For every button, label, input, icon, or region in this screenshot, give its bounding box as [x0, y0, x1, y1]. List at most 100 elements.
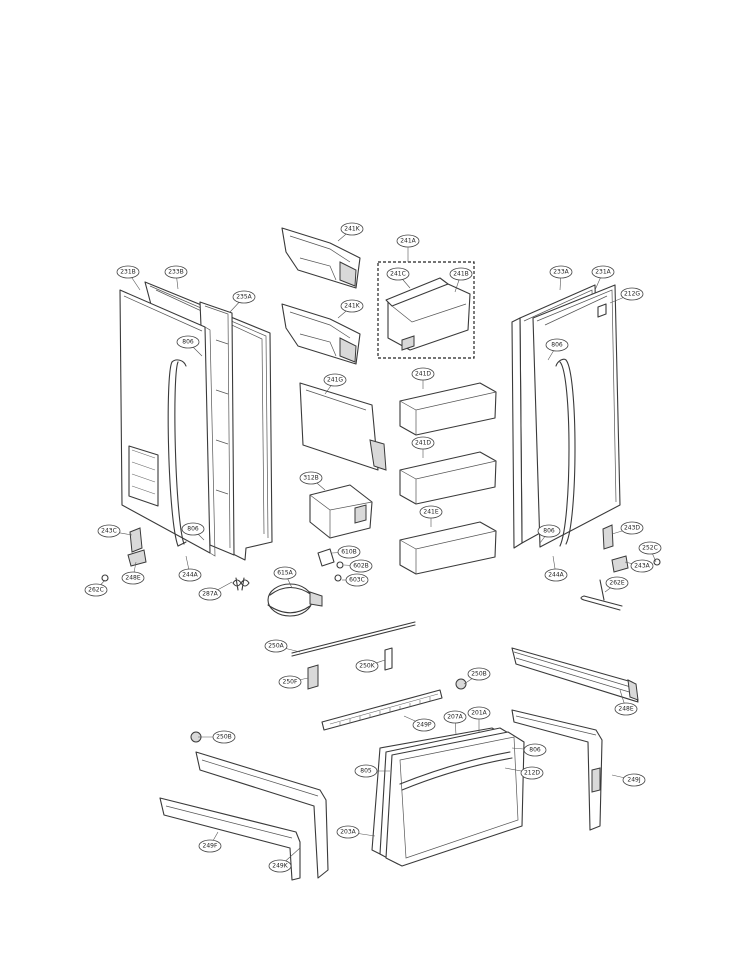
callout-bubble — [278, 675, 302, 689]
callout-249K[interactable]: 249K — [268, 847, 301, 873]
callout-233A[interactable]: 233A — [549, 265, 573, 291]
callout-bubble — [164, 265, 188, 279]
callout-label: 231B — [120, 269, 136, 276]
callout-250F[interactable]: 250F — [278, 675, 309, 689]
callout-label: 262E — [609, 580, 624, 587]
callout-label: 287A — [202, 591, 218, 598]
callout-252C[interactable]: 252C — [638, 541, 662, 563]
callout-label: 241D — [415, 440, 431, 447]
callout-bubble — [268, 859, 292, 873]
callout-602B[interactable]: 602B — [343, 559, 373, 573]
callout-bubble — [467, 667, 491, 681]
callout-806-drawer[interactable]: 806 — [511, 743, 547, 757]
callout-250K[interactable]: 250K — [355, 659, 386, 673]
callout-805[interactable]: 805 — [354, 764, 390, 778]
callout-250A[interactable]: 250A — [264, 639, 301, 653]
callout-207A[interactable]: 207A — [443, 710, 467, 736]
callout-241B[interactable]: 241B — [449, 267, 473, 293]
callout-bubble — [337, 545, 361, 559]
callout-bubble — [355, 659, 379, 673]
callout-bubble — [84, 583, 108, 597]
callout-bubble — [232, 290, 256, 304]
callout-287A[interactable]: 287A — [198, 581, 233, 601]
callout-250B-left[interactable]: 250B — [198, 730, 236, 744]
callout-233B[interactable]: 233B — [164, 265, 188, 290]
callout-label: 248E — [618, 706, 633, 713]
callout-label: 241A — [400, 238, 416, 245]
callout-244A-left[interactable]: 244A — [178, 555, 202, 582]
callout-610B[interactable]: 610B — [331, 545, 361, 559]
callout-bubble — [198, 839, 222, 853]
callout-label: 203A — [340, 829, 356, 836]
callout-243A[interactable]: 243A — [624, 559, 654, 573]
callout-label: 615A — [277, 570, 293, 577]
callout-241D-mid[interactable]: 241D — [411, 436, 435, 458]
dispenser-mechanism — [267, 548, 467, 690]
callout-bubble — [411, 436, 435, 450]
callout-label: 207A — [447, 714, 463, 721]
callout-241G[interactable]: 241G — [323, 373, 347, 395]
callout-241C[interactable]: 241C — [386, 267, 411, 289]
callout-249F[interactable]: 249F — [198, 831, 222, 853]
callout-312B[interactable]: 312B — [299, 471, 326, 491]
callout-label: 231A — [595, 269, 611, 276]
callout-label: 233A — [553, 269, 569, 276]
callout-bubble — [299, 471, 323, 485]
callout-241K-lower[interactable]: 241K — [337, 299, 364, 319]
callout-201A[interactable]: 201A — [467, 706, 491, 733]
callout-bubble — [354, 764, 378, 778]
callout-806-left-top[interactable]: 806 — [176, 335, 203, 357]
callout-241K-upper[interactable]: 241K — [337, 222, 364, 242]
callout-243D[interactable]: 243D — [611, 521, 644, 535]
callout-241E[interactable]: 241E — [419, 505, 443, 527]
callout-bubble — [630, 559, 654, 573]
callout-label: 250K — [359, 663, 375, 670]
callout-label: 235A — [236, 294, 252, 301]
callout-262E[interactable]: 262E — [604, 576, 629, 593]
callout-bubble — [523, 743, 547, 757]
callout-bubble — [121, 571, 145, 585]
callout-212G[interactable]: 212G — [609, 287, 644, 304]
callout-label: 249J — [627, 777, 640, 784]
callout-label: 250B — [216, 734, 232, 741]
callout-248E[interactable]: 248E — [121, 561, 145, 585]
callout-label: 603C — [349, 577, 365, 584]
callout-label: 806 — [182, 339, 194, 346]
callout-241A[interactable]: 241A — [396, 234, 420, 262]
callout-231B[interactable]: 231B — [116, 265, 141, 291]
callout-241D-top[interactable]: 241D — [411, 367, 435, 389]
callout-248E-right[interactable]: 248E — [614, 689, 638, 716]
callout-231A[interactable]: 231A — [591, 265, 615, 291]
callout-249P[interactable]: 249P — [403, 715, 436, 732]
callout-235A[interactable]: 235A — [229, 290, 256, 313]
callout-bubble — [336, 825, 360, 839]
callout-label: 233B — [168, 269, 184, 276]
callout-615A[interactable]: 615A — [273, 566, 297, 589]
callout-label: 806 — [187, 526, 199, 533]
callout-243C[interactable]: 243C — [97, 524, 133, 538]
callout-244A-right[interactable]: 244A — [544, 555, 568, 582]
bin-241D-mid — [399, 451, 497, 505]
callout-250B-right[interactable]: 250B — [463, 667, 491, 685]
callout-label: 250B — [471, 671, 487, 678]
callout-bubble — [411, 367, 435, 381]
callout-603C[interactable]: 603C — [342, 573, 369, 587]
callout-806-right-bottom[interactable]: 806 — [537, 524, 561, 544]
callout-249J[interactable]: 249J — [611, 773, 646, 787]
callout-label: 244A — [548, 572, 564, 579]
callout-806-left-bottom[interactable]: 806 — [181, 522, 205, 541]
callout-label: 201A — [471, 710, 487, 717]
callout-bubble — [537, 524, 561, 538]
callout-262C[interactable]: 262C — [84, 579, 108, 597]
door-bins — [281, 227, 497, 575]
callout-bubble — [198, 587, 222, 601]
callout-bubble — [323, 373, 347, 387]
callout-203A[interactable]: 203A — [336, 825, 376, 839]
callout-212D[interactable]: 212D — [504, 766, 544, 780]
callout-bubble — [340, 299, 364, 313]
callout-806-right-top[interactable]: 806 — [545, 338, 569, 361]
callout-label: 602B — [353, 563, 369, 570]
callout-bubble — [622, 773, 646, 787]
